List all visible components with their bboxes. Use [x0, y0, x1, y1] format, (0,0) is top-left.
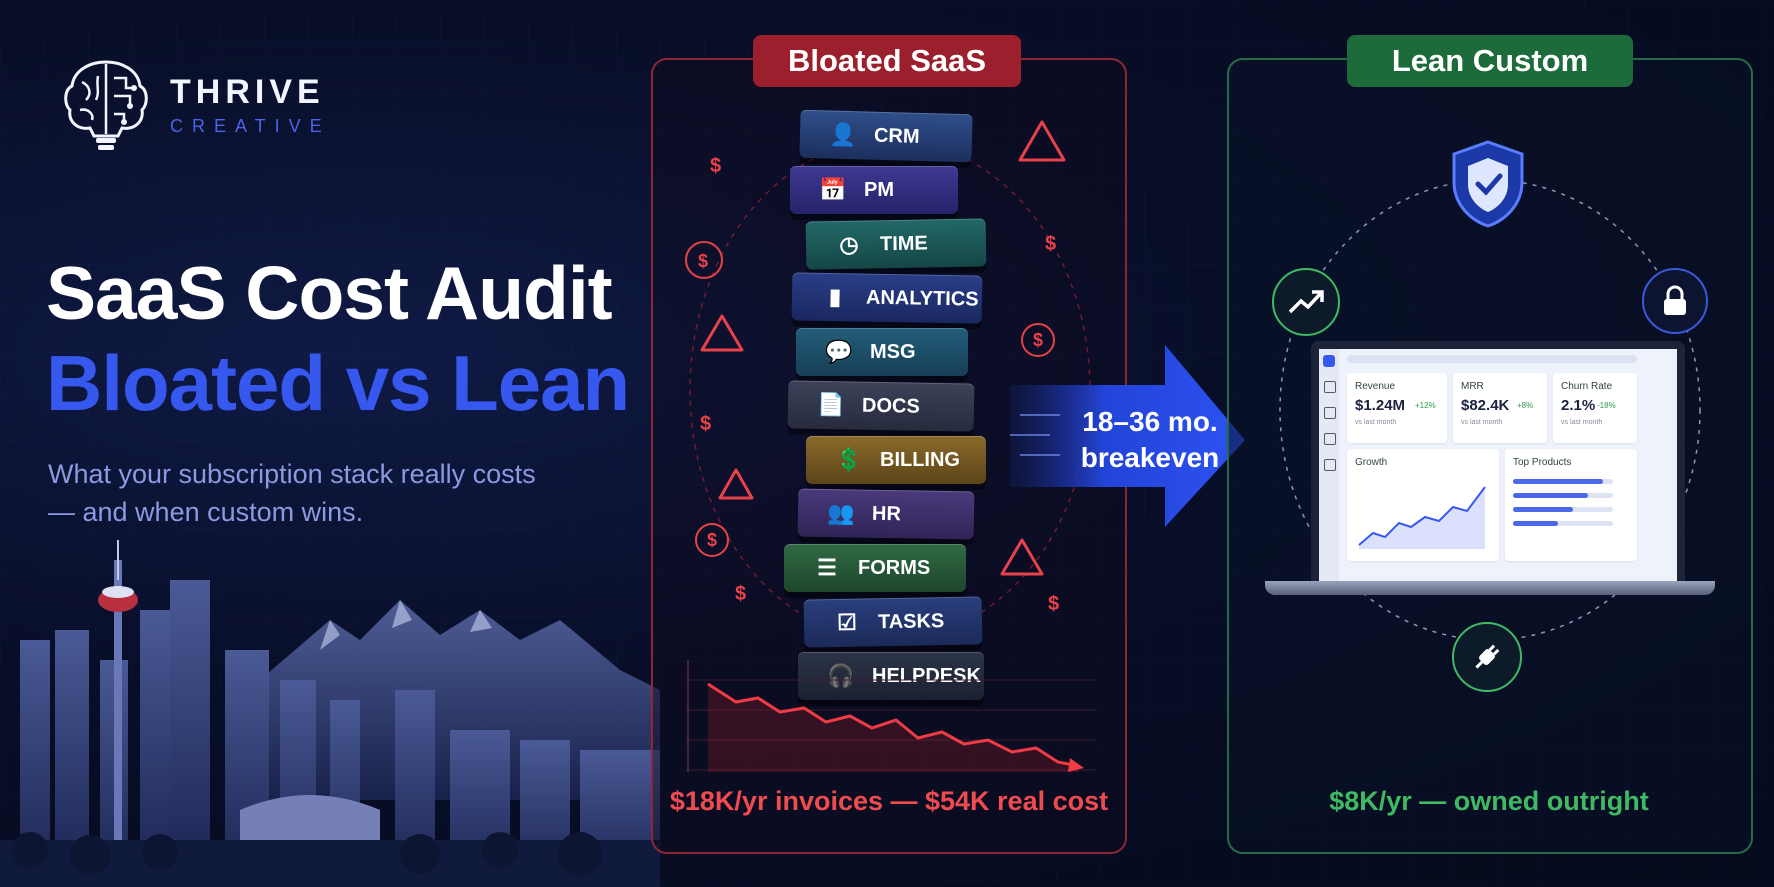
app-logo-icon: [1323, 355, 1335, 367]
brain-bulb-logo-icon: [64, 60, 148, 150]
stack-block-time: ◷TIME: [805, 218, 987, 270]
form-list-icon: ☰: [817, 555, 837, 580]
bar-chart-icon: ▮: [828, 283, 842, 310]
product-bar-track: [1513, 493, 1613, 498]
bloated-cost-label: $18K/yr invoices — $54K real cost: [669, 786, 1109, 816]
top-products-card: Top Products: [1505, 449, 1637, 561]
stack-block-pm: 📅PM: [790, 166, 958, 214]
lock-icon: [1642, 268, 1708, 334]
svg-text:$: $: [698, 251, 708, 271]
stack-block-msg: 💬MSG: [796, 328, 968, 376]
growth-line-chart: [1358, 486, 1486, 549]
svg-text:$: $: [710, 155, 721, 177]
svg-text:$: $: [1033, 330, 1043, 350]
brand-sub: CREATIVE: [170, 116, 331, 136]
svg-text:$: $: [1045, 233, 1056, 255]
stack-block-forms: ☰FORMS: [784, 544, 966, 592]
brand-name: THRIVE: [170, 73, 325, 111]
svg-text:$: $: [1048, 593, 1059, 615]
product-bar-track: [1513, 521, 1613, 526]
plug-icon: [1452, 622, 1522, 692]
dashed-orbit-ring: [1279, 179, 1701, 641]
saas-tool-stack: 👤CRM 📅PM ◷TIME ▮ANALYTICS 💬MSG 📄DOCS 💲BI…: [680, 100, 1100, 700]
trend-up-icon: [1272, 268, 1340, 336]
chat-bubble-icon: 💬: [825, 339, 853, 364]
city-skyline-illustration: [0, 540, 660, 887]
metric-card-revenue: Revenue $1.24M +12% vs last month: [1347, 373, 1447, 443]
checkbox-icon: ☑: [836, 609, 858, 635]
declining-cost-chart: [686, 660, 1096, 772]
breakeven-months: 18–36 mo.: [1082, 406, 1218, 437]
laptop-base: [1265, 581, 1715, 595]
dashboard-screen: Revenue $1.24M +12% vs last month MRR $8…: [1311, 341, 1685, 589]
stack-block-helpdesk: 🎧HELPDESK: [798, 652, 984, 700]
growth-chart-card: Growth: [1347, 449, 1499, 561]
document-icon: 📄: [817, 391, 845, 418]
bloated-saas-tag: Bloated SaaS: [753, 35, 1021, 87]
stack-block-crm: 👤CRM: [799, 109, 973, 163]
dashboard-search-bar: [1347, 355, 1637, 363]
lean-cost-label: $8K/yr — owned outright: [1329, 786, 1649, 816]
stack-block-hr: 👥HR: [797, 488, 975, 540]
laptop-dashboard: Revenue $1.24M +12% vs last month MRR $8…: [1265, 335, 1715, 610]
breakeven-word: breakeven: [1080, 442, 1220, 473]
stack-block-analytics: ▮ANALYTICS: [791, 272, 983, 324]
calendar-icon: 📅: [819, 177, 847, 202]
stack-block-billing: 💲BILLING: [806, 436, 986, 484]
clock-icon: ◷: [839, 231, 859, 257]
user-icon: 👤: [829, 121, 858, 148]
nav-users-icon: [1324, 433, 1336, 445]
svg-text:$: $: [735, 583, 746, 605]
shield-check-icon: [1448, 138, 1528, 230]
headset-icon: 🎧: [827, 663, 855, 688]
svg-text:$: $: [707, 530, 717, 550]
metric-card-mrr: MRR $82.4K +8% vs last month: [1453, 373, 1547, 443]
stack-block-docs: 📄DOCS: [787, 380, 975, 432]
product-bar-track: [1513, 479, 1613, 484]
dollar-coin-icon: 💲: [835, 447, 863, 472]
breakeven-arrow: [1010, 345, 1245, 527]
stack-block-tasks: ☑TASKS: [803, 596, 983, 648]
lean-custom-tag: Lean Custom: [1347, 35, 1633, 87]
breakeven-label: 18–36 mo. breakeven: [1060, 404, 1240, 476]
nav-reports-icon: [1324, 407, 1336, 419]
hero-subtitle: What your subscription stack really cost…: [48, 459, 536, 527]
svg-text:$: $: [700, 413, 711, 435]
people-icon: 👥: [827, 499, 855, 526]
brand: THRIVE CREATIVE: [60, 56, 331, 154]
dashboard-sidebar: [1319, 349, 1339, 581]
hero-title: SaaS Cost Audit: [46, 251, 613, 335]
product-bar-track: [1513, 507, 1613, 512]
nav-home-icon: [1324, 381, 1336, 393]
metric-card-churn: Churn Rate 2.1% -18% vs last month: [1553, 373, 1637, 443]
hero-title-accent: Bloated vs Lean: [46, 339, 630, 427]
nav-settings-icon: [1324, 459, 1336, 471]
